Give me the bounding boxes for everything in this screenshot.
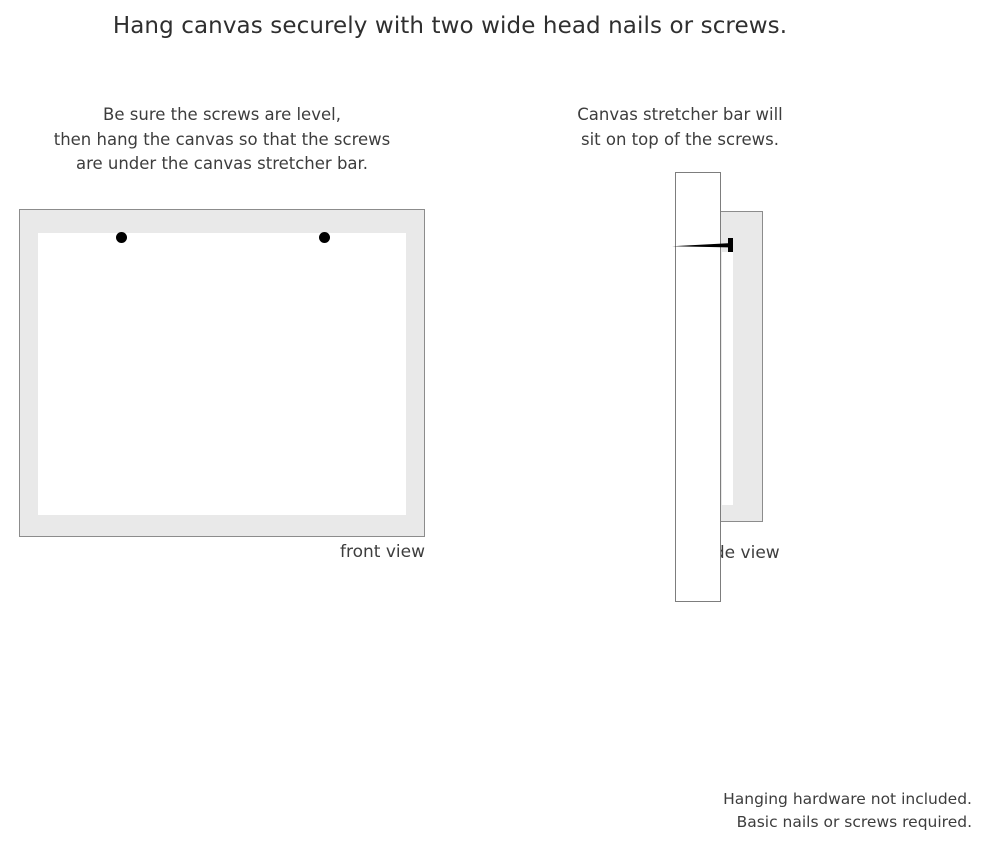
footer-note: Hanging hardware not included. Basic nai… — [723, 788, 972, 834]
front-view-label: front view — [340, 542, 425, 562]
nail-icon — [672, 237, 747, 253]
front-view-caption-line-2: then hang the canvas so that the screws — [53, 129, 391, 149]
screw-dot-left-icon — [116, 232, 127, 243]
side-view-caption-line-1: Canvas stretcher bar will — [577, 105, 783, 124]
front-view-caption-line-1: Be sure the screws are level, — [103, 105, 341, 124]
side-view-caption-line-2: sit on top of the screws. — [580, 129, 780, 149]
side-view-caption: Canvas stretcher bar will sit on top of … — [545, 103, 815, 152]
footer-note-line-2: Basic nails or screws required. — [736, 813, 972, 831]
side-view-diagram — [660, 165, 790, 610]
front-view-caption-line-3: are under the canvas stretcher bar. — [75, 154, 369, 173]
side-view-canvas-face — [722, 252, 733, 505]
front-view-canvas-frame — [19, 209, 425, 537]
footer-note-line-1: Hanging hardware not included. — [723, 790, 972, 808]
front-view-canvas-face — [38, 233, 406, 515]
screw-dot-right-icon — [319, 232, 330, 243]
page-title: Hang canvas securely with two wide head … — [112, 13, 788, 39]
side-view-wall — [675, 172, 721, 602]
front-view-caption: Be sure the screws are level, then hang … — [8, 103, 436, 177]
